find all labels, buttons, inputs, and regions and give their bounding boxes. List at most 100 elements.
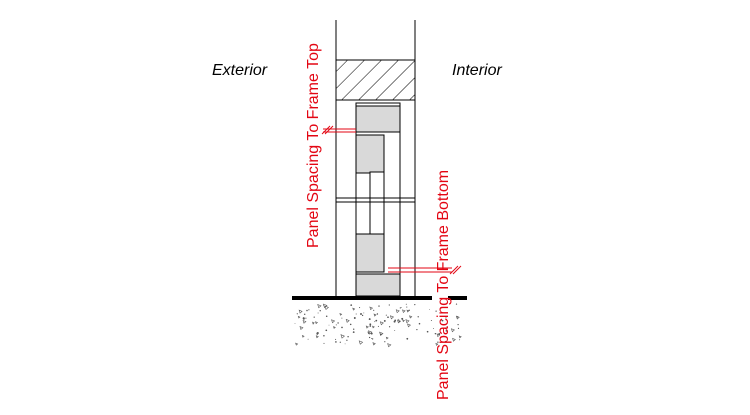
concrete-speckle: [394, 329, 396, 331]
concrete-speckle: [406, 337, 409, 340]
concrete-speckle: [339, 341, 341, 343]
concrete-speckle: [437, 341, 439, 343]
bottom-panel: [355, 273, 401, 297]
concrete-speckle: [445, 330, 448, 332]
concrete-speckle: [384, 341, 386, 343]
concrete-speckle: [323, 342, 325, 344]
concrete-speckle: [306, 309, 308, 312]
concrete-speckle: [380, 333, 382, 336]
concrete-speckle: [444, 340, 447, 343]
concrete-speckle: [446, 326, 448, 328]
upper-panel: [355, 134, 385, 174]
concrete-speckle: [315, 321, 318, 325]
concrete-speckle: [407, 323, 411, 328]
concrete-speckle: [376, 313, 379, 315]
concrete-speckle: [340, 334, 345, 339]
concrete-speckle: [389, 315, 395, 320]
concrete-speckle: [402, 319, 405, 323]
concrete-speckle: [339, 312, 343, 316]
concrete-speckle: [317, 304, 322, 309]
concrete-speckle: [372, 342, 376, 346]
header-hatch: [335, 59, 416, 101]
concrete-speckle: [352, 307, 356, 311]
concrete-speckle: [452, 337, 456, 342]
concrete-speckle: [333, 326, 336, 329]
top-panel: [355, 105, 401, 133]
concrete-speckle: [414, 304, 416, 306]
concrete-speckle: [385, 314, 387, 316]
concrete-speckle: [398, 320, 401, 323]
concrete-speckle: [402, 309, 406, 313]
dimension-top-marks: [321, 125, 356, 135]
concrete-speckle: [369, 323, 372, 326]
concrete-speckle: [365, 325, 369, 329]
concrete-speckle: [302, 319, 307, 324]
concrete-speckle: [435, 310, 437, 312]
concrete-speckle: [436, 333, 441, 338]
concrete-speckle: [405, 319, 410, 324]
concrete-speckle: [315, 335, 319, 339]
concrete-speckle: [353, 328, 355, 330]
concrete-speckle: [459, 339, 461, 341]
concrete-speckle: [373, 309, 375, 311]
concrete-speckle: [368, 336, 371, 339]
concrete-speckle: [409, 315, 413, 319]
concrete-speckle: [450, 328, 455, 333]
concrete-speckle: [355, 313, 357, 315]
concrete-speckle: [337, 322, 339, 324]
dimension-top-label: Panel Spacing To Frame Top: [305, 43, 322, 248]
concrete-speckle: [369, 325, 372, 327]
concrete-speckle: [312, 321, 315, 325]
concrete-speckle: [352, 331, 355, 333]
concrete-speckle: [426, 330, 429, 333]
concrete-speckle: [323, 335, 325, 337]
concrete-speckle: [379, 331, 384, 336]
concrete-speckle: [313, 316, 315, 318]
concrete-speckle: [325, 329, 328, 332]
concrete-speckle: [377, 325, 379, 327]
concrete-speckle: [374, 321, 376, 323]
concrete-speckle: [325, 315, 328, 317]
concrete-speckle: [372, 325, 375, 329]
concrete-speckle: [328, 324, 330, 326]
exterior-label: Exterior: [212, 62, 268, 79]
concrete-speckle: [360, 313, 362, 315]
concrete-speckle: [347, 335, 349, 338]
concrete-speckle: [416, 328, 418, 331]
concrete-speckle: [457, 323, 459, 326]
concrete-speckle: [361, 314, 364, 317]
concrete-speckle: [455, 303, 458, 305]
concrete-speckle: [433, 328, 434, 330]
concrete-speckle: [445, 317, 447, 319]
concrete-speckle: [387, 316, 389, 319]
concrete-speckle: [418, 322, 421, 325]
concrete-speckle: [371, 338, 374, 340]
concrete-speckle: [387, 343, 392, 348]
concrete-speckle: [317, 312, 319, 314]
concrete-speckle: [341, 317, 343, 319]
concrete-speckle: [296, 313, 298, 315]
concrete-speckle: [368, 318, 371, 321]
concrete-speckle: [298, 309, 303, 314]
concrete-speckle: [398, 318, 400, 320]
concrete-speckle: [455, 315, 460, 320]
concrete-speckle: [400, 307, 402, 308]
concrete-speckle: [388, 304, 390, 306]
concrete-speckle: [458, 335, 462, 339]
concrete-speckle: [393, 320, 396, 323]
concrete-speckle: [303, 313, 306, 316]
central-stile: [369, 171, 385, 235]
concrete-speckle: [350, 304, 353, 306]
dimension-bottom-label: Panel Spacing To Frame Bottom: [435, 170, 452, 400]
lower-panel: [355, 233, 385, 273]
concrete-speckle: [322, 303, 328, 309]
concrete-speckle: [363, 312, 365, 314]
concrete-speckle: [359, 307, 361, 309]
concrete-speckle: [341, 326, 343, 329]
concrete-speckle: [395, 309, 400, 314]
concrete-speckle: [379, 321, 384, 326]
concrete-speckle: [345, 318, 350, 323]
concrete-speckle: [405, 303, 407, 305]
concrete-speckle: [371, 338, 372, 340]
concrete-speckle: [429, 309, 430, 310]
